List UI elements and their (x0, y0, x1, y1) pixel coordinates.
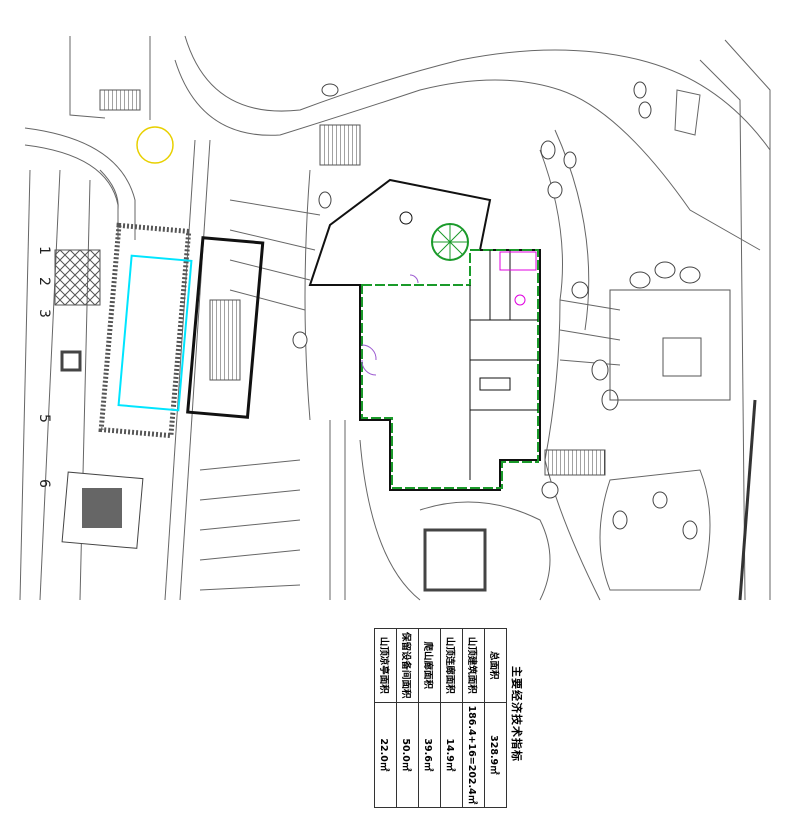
pool (117, 254, 193, 412)
doors (361, 274, 419, 376)
restroom-fixtures (499, 251, 537, 306)
axis-label-5: 5 (36, 414, 52, 423)
row-label: 山顶凉亭面积 (374, 628, 397, 703)
row-label: 保留设备间面积 (396, 628, 419, 703)
building-wall (361, 249, 539, 489)
row-value: 186.4+16=202.4㎡ (462, 702, 485, 808)
row-value: 50.0㎡ (396, 702, 419, 808)
stairs (99, 89, 606, 476)
axis-labels: 1 2 3 5 6 (36, 246, 52, 488)
row-label: 总面积 (484, 628, 507, 703)
plaza (609, 289, 731, 401)
pergola (54, 249, 101, 306)
rocks (292, 81, 701, 540)
row-label: 爬山廊面积 (418, 628, 441, 703)
row-label: 山顶建筑面积 (462, 628, 485, 703)
axis-label-3: 3 (36, 309, 52, 318)
row-value: 14.9㎡ (440, 702, 463, 808)
existing-equipment-room (423, 528, 487, 592)
axis-label-1: 1 (36, 246, 52, 255)
yellow-tree-symbol (136, 126, 174, 164)
interior-walls (469, 250, 538, 480)
axis-label-2: 2 (36, 277, 52, 286)
pool-border (98, 222, 192, 439)
table-title: 主要经济技术指标 (510, 666, 523, 762)
row-value: 328.9㎡ (484, 702, 507, 808)
axis-label-6: 6 (36, 479, 52, 488)
climbing-corridor (186, 236, 265, 419)
row-value: 22.0㎡ (374, 702, 397, 808)
row-label: 山顶连廊面积 (440, 628, 463, 703)
row-value: 39.6㎡ (418, 702, 441, 808)
